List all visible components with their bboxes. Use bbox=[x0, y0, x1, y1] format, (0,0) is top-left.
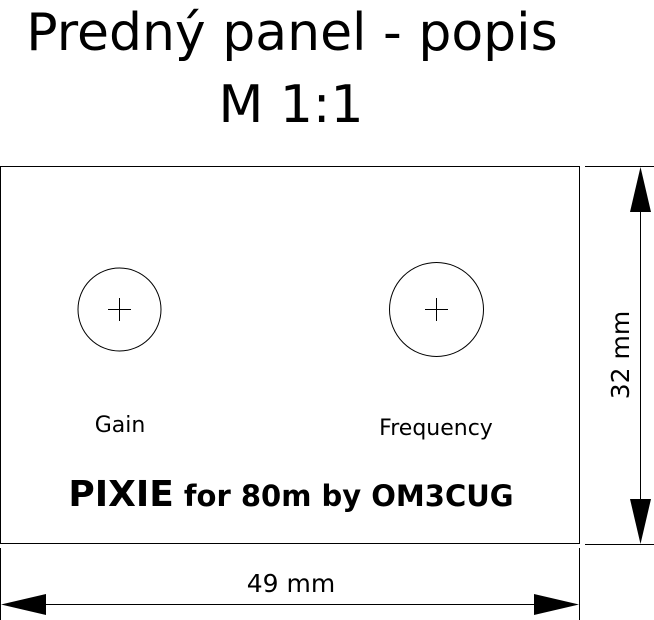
brand-name: PIXIE bbox=[68, 474, 174, 515]
width-arrow-right bbox=[534, 594, 579, 615]
width-dimension: 49 mm bbox=[0, 548, 580, 620]
frequency-knob-circle bbox=[389, 262, 484, 357]
height-arrow-bottom bbox=[630, 499, 651, 544]
panel-outline bbox=[0, 166, 580, 544]
brand-line: PIXIE for 80m by OM3CUG bbox=[68, 474, 513, 515]
title-line-2: M 1:1 bbox=[218, 75, 363, 135]
frequency-label: Frequency bbox=[379, 416, 493, 441]
width-dimension-label: 49 mm bbox=[247, 569, 335, 598]
gain-knob-circle bbox=[77, 267, 162, 352]
height-arrow-top bbox=[630, 167, 651, 212]
height-dimension: 32 mm bbox=[585, 166, 654, 545]
gain-label: Gain bbox=[95, 413, 146, 438]
brand-subtitle: for 80m by OM3CUG bbox=[184, 479, 514, 513]
height-dimension-label: 32 mm bbox=[606, 311, 635, 399]
title-line-1: Predný panel - popis bbox=[26, 3, 557, 63]
width-arrow-left bbox=[1, 594, 46, 615]
frequency-knob-hole bbox=[389, 262, 484, 357]
gain-knob-hole bbox=[77, 267, 162, 352]
